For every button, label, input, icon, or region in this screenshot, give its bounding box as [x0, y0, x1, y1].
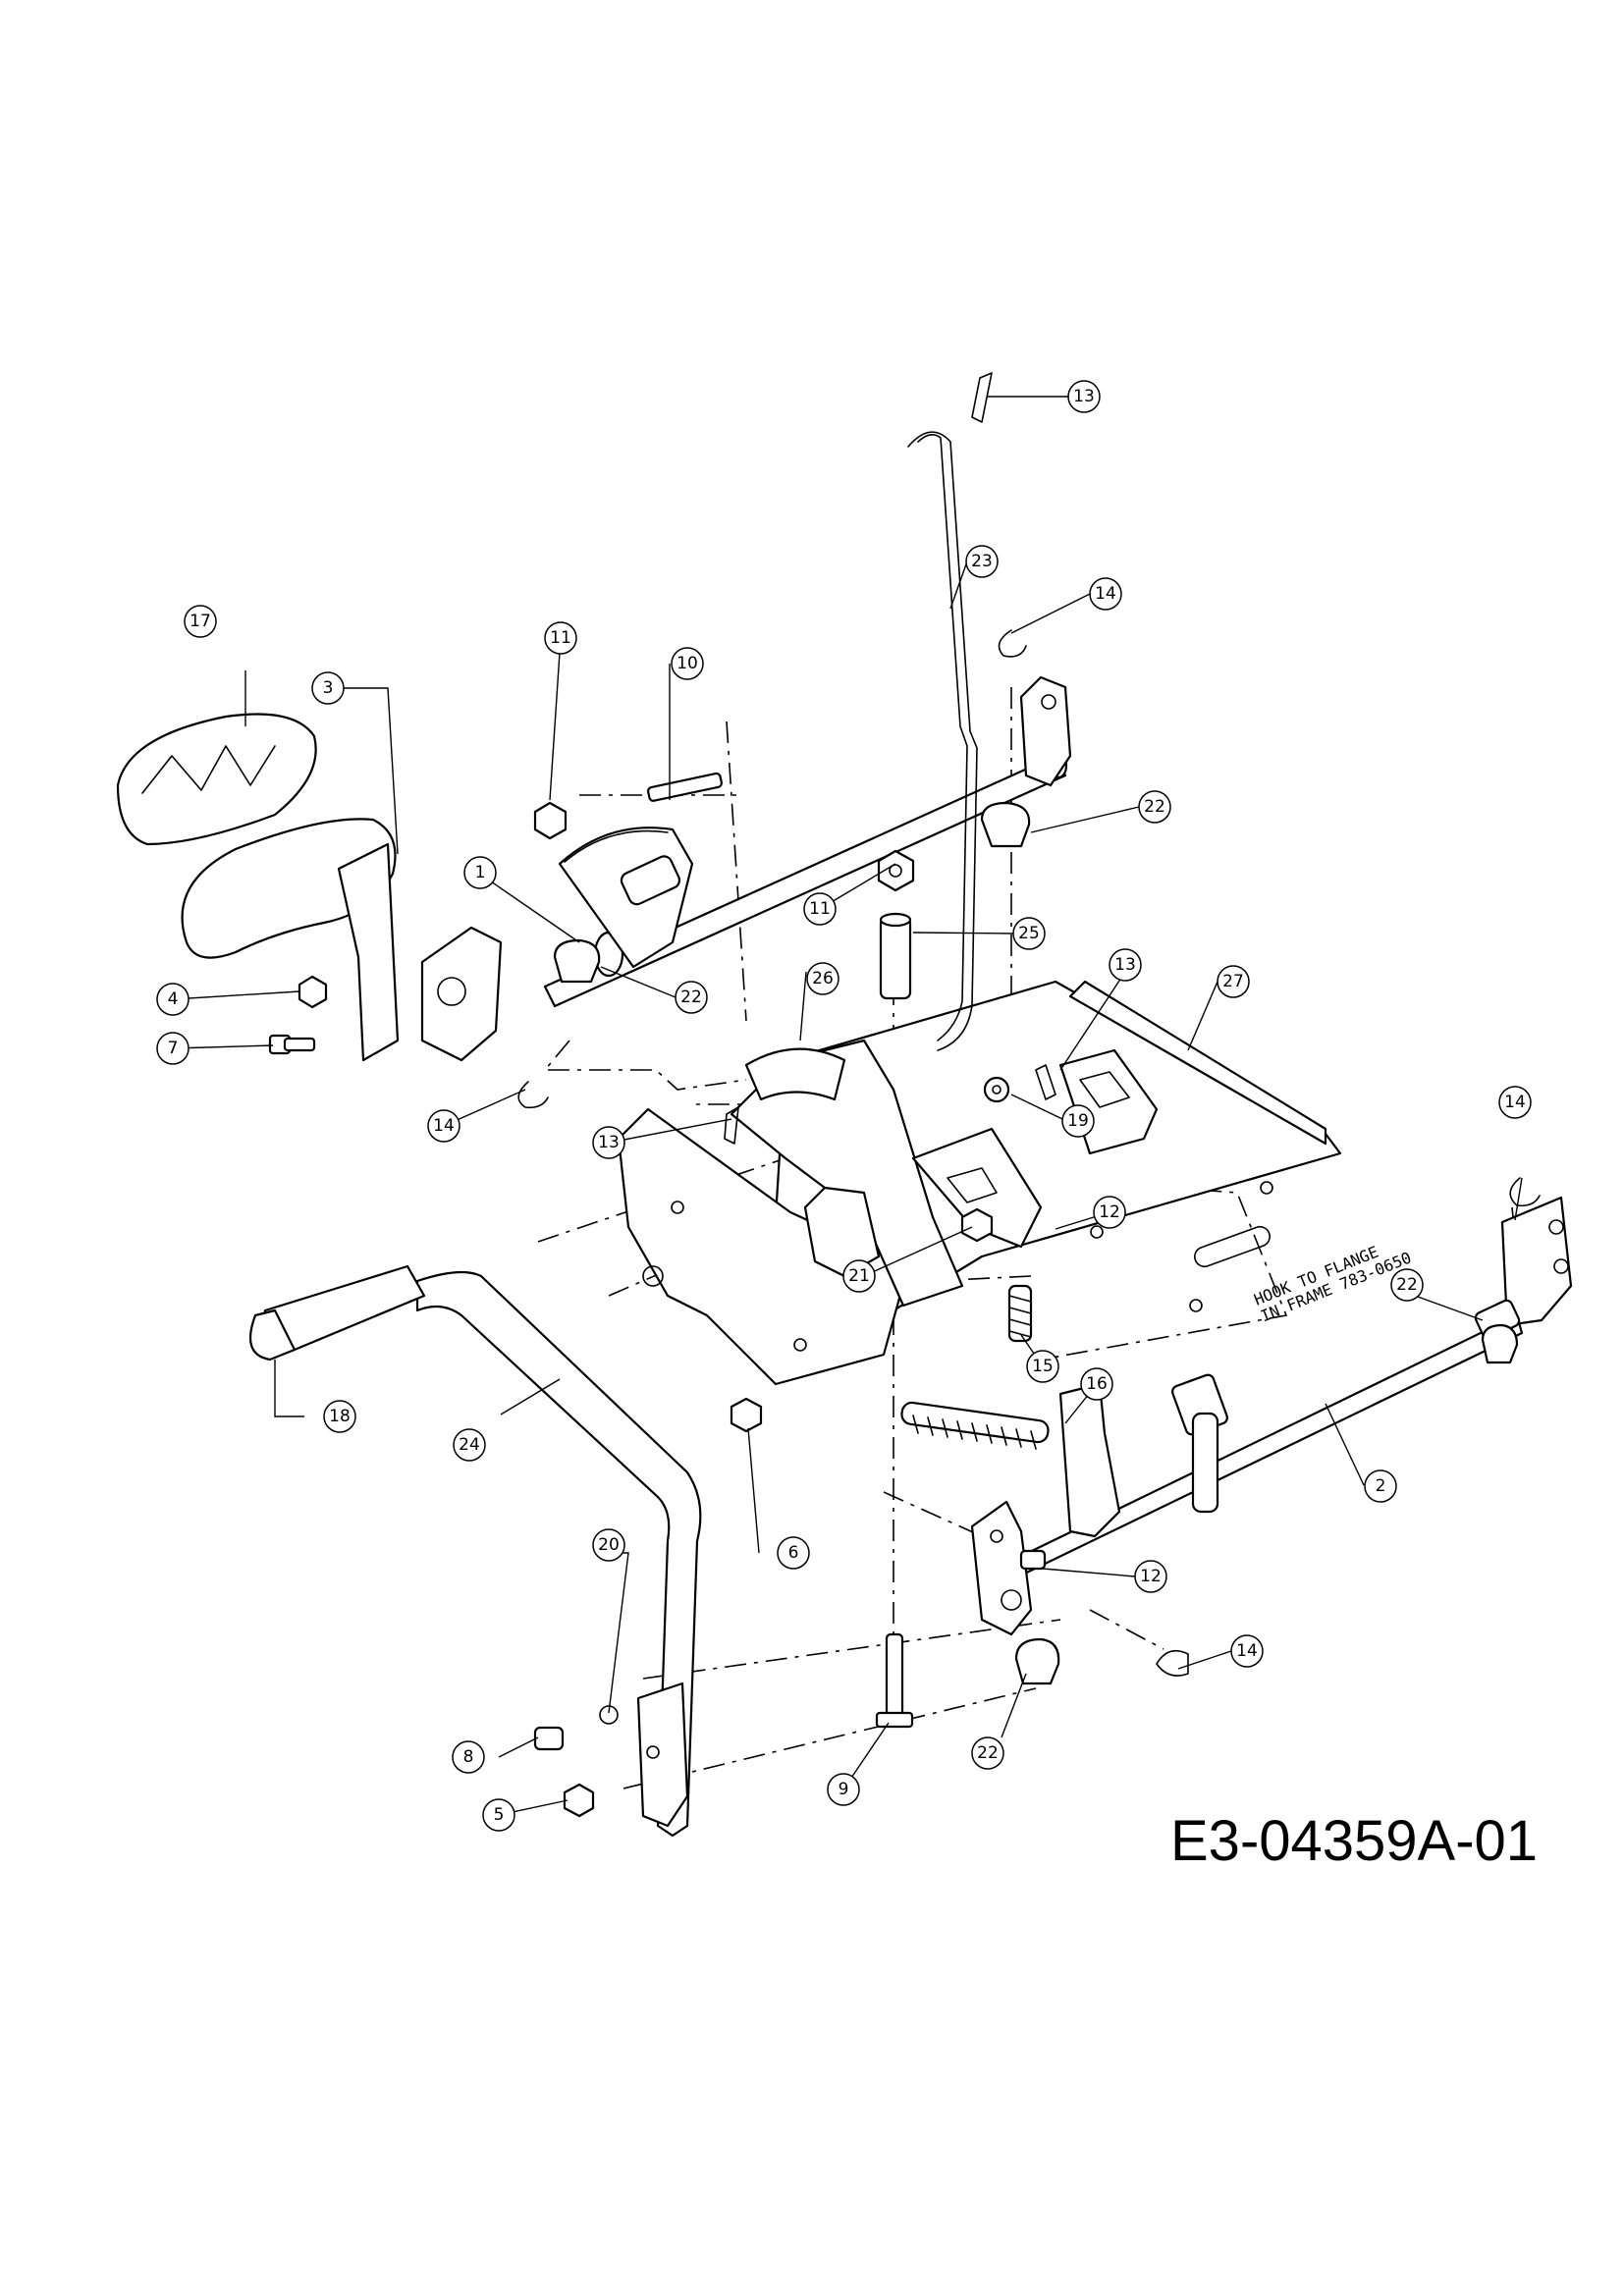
- callout-4: 4: [156, 983, 189, 1016]
- callout-14-right: 14: [1498, 1086, 1532, 1119]
- callout-17: 17: [184, 605, 217, 638]
- callout-22-right: 22: [1390, 1268, 1424, 1302]
- svg-text:15: 15: [1032, 1357, 1054, 1376]
- callout-12-upper: 12: [1093, 1196, 1126, 1229]
- callout-21: 21: [842, 1259, 876, 1293]
- callout-14-top: 14: [1089, 577, 1122, 611]
- compression-spring: [1007, 1284, 1033, 1343]
- callout-2: 2: [1364, 1469, 1397, 1503]
- callout-7: 7: [156, 1032, 189, 1065]
- svg-text:16: 16: [1086, 1374, 1108, 1394]
- svg-text:22: 22: [680, 988, 702, 1007]
- svg-text:13: 13: [1073, 387, 1095, 406]
- svg-text:5: 5: [494, 1805, 505, 1825]
- svg-text:11: 11: [809, 899, 831, 919]
- svg-text:23: 23: [971, 552, 993, 571]
- svg-text:6: 6: [788, 1543, 799, 1563]
- svg-text:2: 2: [1376, 1476, 1386, 1496]
- callout-27: 27: [1217, 965, 1250, 998]
- svg-text:25: 25: [1018, 924, 1040, 943]
- callout-15: 15: [1026, 1350, 1059, 1383]
- svg-text:17: 17: [189, 612, 211, 631]
- callout-11-lower: 11: [803, 892, 837, 926]
- svg-text:1: 1: [475, 863, 486, 882]
- callout-12-lower: 12: [1134, 1560, 1167, 1593]
- pedal-pad: [116, 713, 317, 846]
- callout-25: 25: [1012, 917, 1046, 950]
- callout-23: 23: [965, 545, 999, 578]
- callout-24: 24: [453, 1428, 486, 1462]
- svg-text:10: 10: [677, 654, 698, 673]
- callout-1: 1: [463, 856, 497, 889]
- extension-spring: [900, 1401, 1050, 1450]
- svg-text:14: 14: [1504, 1093, 1526, 1112]
- callout-22-mid: 22: [675, 981, 708, 1014]
- svg-text:12: 12: [1099, 1202, 1120, 1222]
- handle: [181, 818, 400, 1062]
- callout-22-bottom: 22: [971, 1736, 1004, 1770]
- svg-text:4: 4: [168, 989, 179, 1009]
- callout-9: 9: [827, 1773, 860, 1806]
- callout-11-upper: 11: [544, 621, 577, 655]
- svg-text:7: 7: [168, 1039, 179, 1058]
- svg-text:12: 12: [1140, 1567, 1162, 1586]
- callout-5: 5: [482, 1798, 515, 1832]
- svg-text:3: 3: [323, 678, 334, 698]
- callout-6: 6: [777, 1536, 810, 1570]
- hardware: [268, 372, 1541, 1818]
- lower-shaft: [970, 1196, 1573, 1636]
- drawing-number: E3-04359A-01: [1170, 1809, 1539, 1873]
- svg-text:20: 20: [598, 1535, 620, 1555]
- svg-text:14: 14: [433, 1116, 455, 1136]
- callout-3: 3: [311, 671, 345, 705]
- svg-text:18: 18: [329, 1407, 351, 1426]
- svg-text:27: 27: [1222, 972, 1244, 991]
- svg-text:26: 26: [812, 969, 834, 988]
- callout-18: 18: [323, 1400, 356, 1433]
- svg-text:13: 13: [1114, 955, 1136, 975]
- callout-26: 26: [806, 962, 839, 995]
- upper-shaft: [420, 675, 1072, 1062]
- callout-20: 20: [592, 1528, 625, 1562]
- svg-text:19: 19: [1067, 1111, 1089, 1131]
- brake-lever: [248, 1264, 702, 1838]
- hook-note: HOOK TO FLANGE IN FRAME 783-0650: [1251, 1243, 1414, 1326]
- callout-16: 16: [1080, 1367, 1113, 1401]
- svg-text:21: 21: [848, 1266, 870, 1286]
- callout-13-right: 13: [1109, 948, 1142, 982]
- pivot-frame: [617, 1039, 1043, 1386]
- spacer: [879, 912, 912, 1000]
- vertical-rod: [907, 431, 978, 1051]
- svg-text:22: 22: [1396, 1275, 1418, 1295]
- svg-text:11: 11: [550, 628, 571, 648]
- callout-10: 10: [671, 647, 704, 680]
- svg-text:9: 9: [839, 1780, 849, 1799]
- callout-14-left: 14: [427, 1109, 460, 1143]
- svg-text:14: 14: [1236, 1641, 1258, 1661]
- callout-14-bottom: 14: [1230, 1634, 1264, 1668]
- callout-13-top: 13: [1067, 380, 1101, 413]
- svg-text:14: 14: [1095, 584, 1116, 604]
- svg-text:13: 13: [598, 1133, 620, 1152]
- callout-19: 19: [1061, 1104, 1095, 1138]
- svg-text:24: 24: [459, 1435, 480, 1455]
- callout-22-top: 22: [1138, 790, 1171, 824]
- svg-text:22: 22: [977, 1743, 999, 1763]
- svg-text:22: 22: [1144, 797, 1165, 817]
- callout-8: 8: [452, 1740, 485, 1774]
- svg-text:8: 8: [463, 1747, 474, 1767]
- nut: [877, 849, 915, 892]
- callout-13-left: 13: [592, 1126, 625, 1159]
